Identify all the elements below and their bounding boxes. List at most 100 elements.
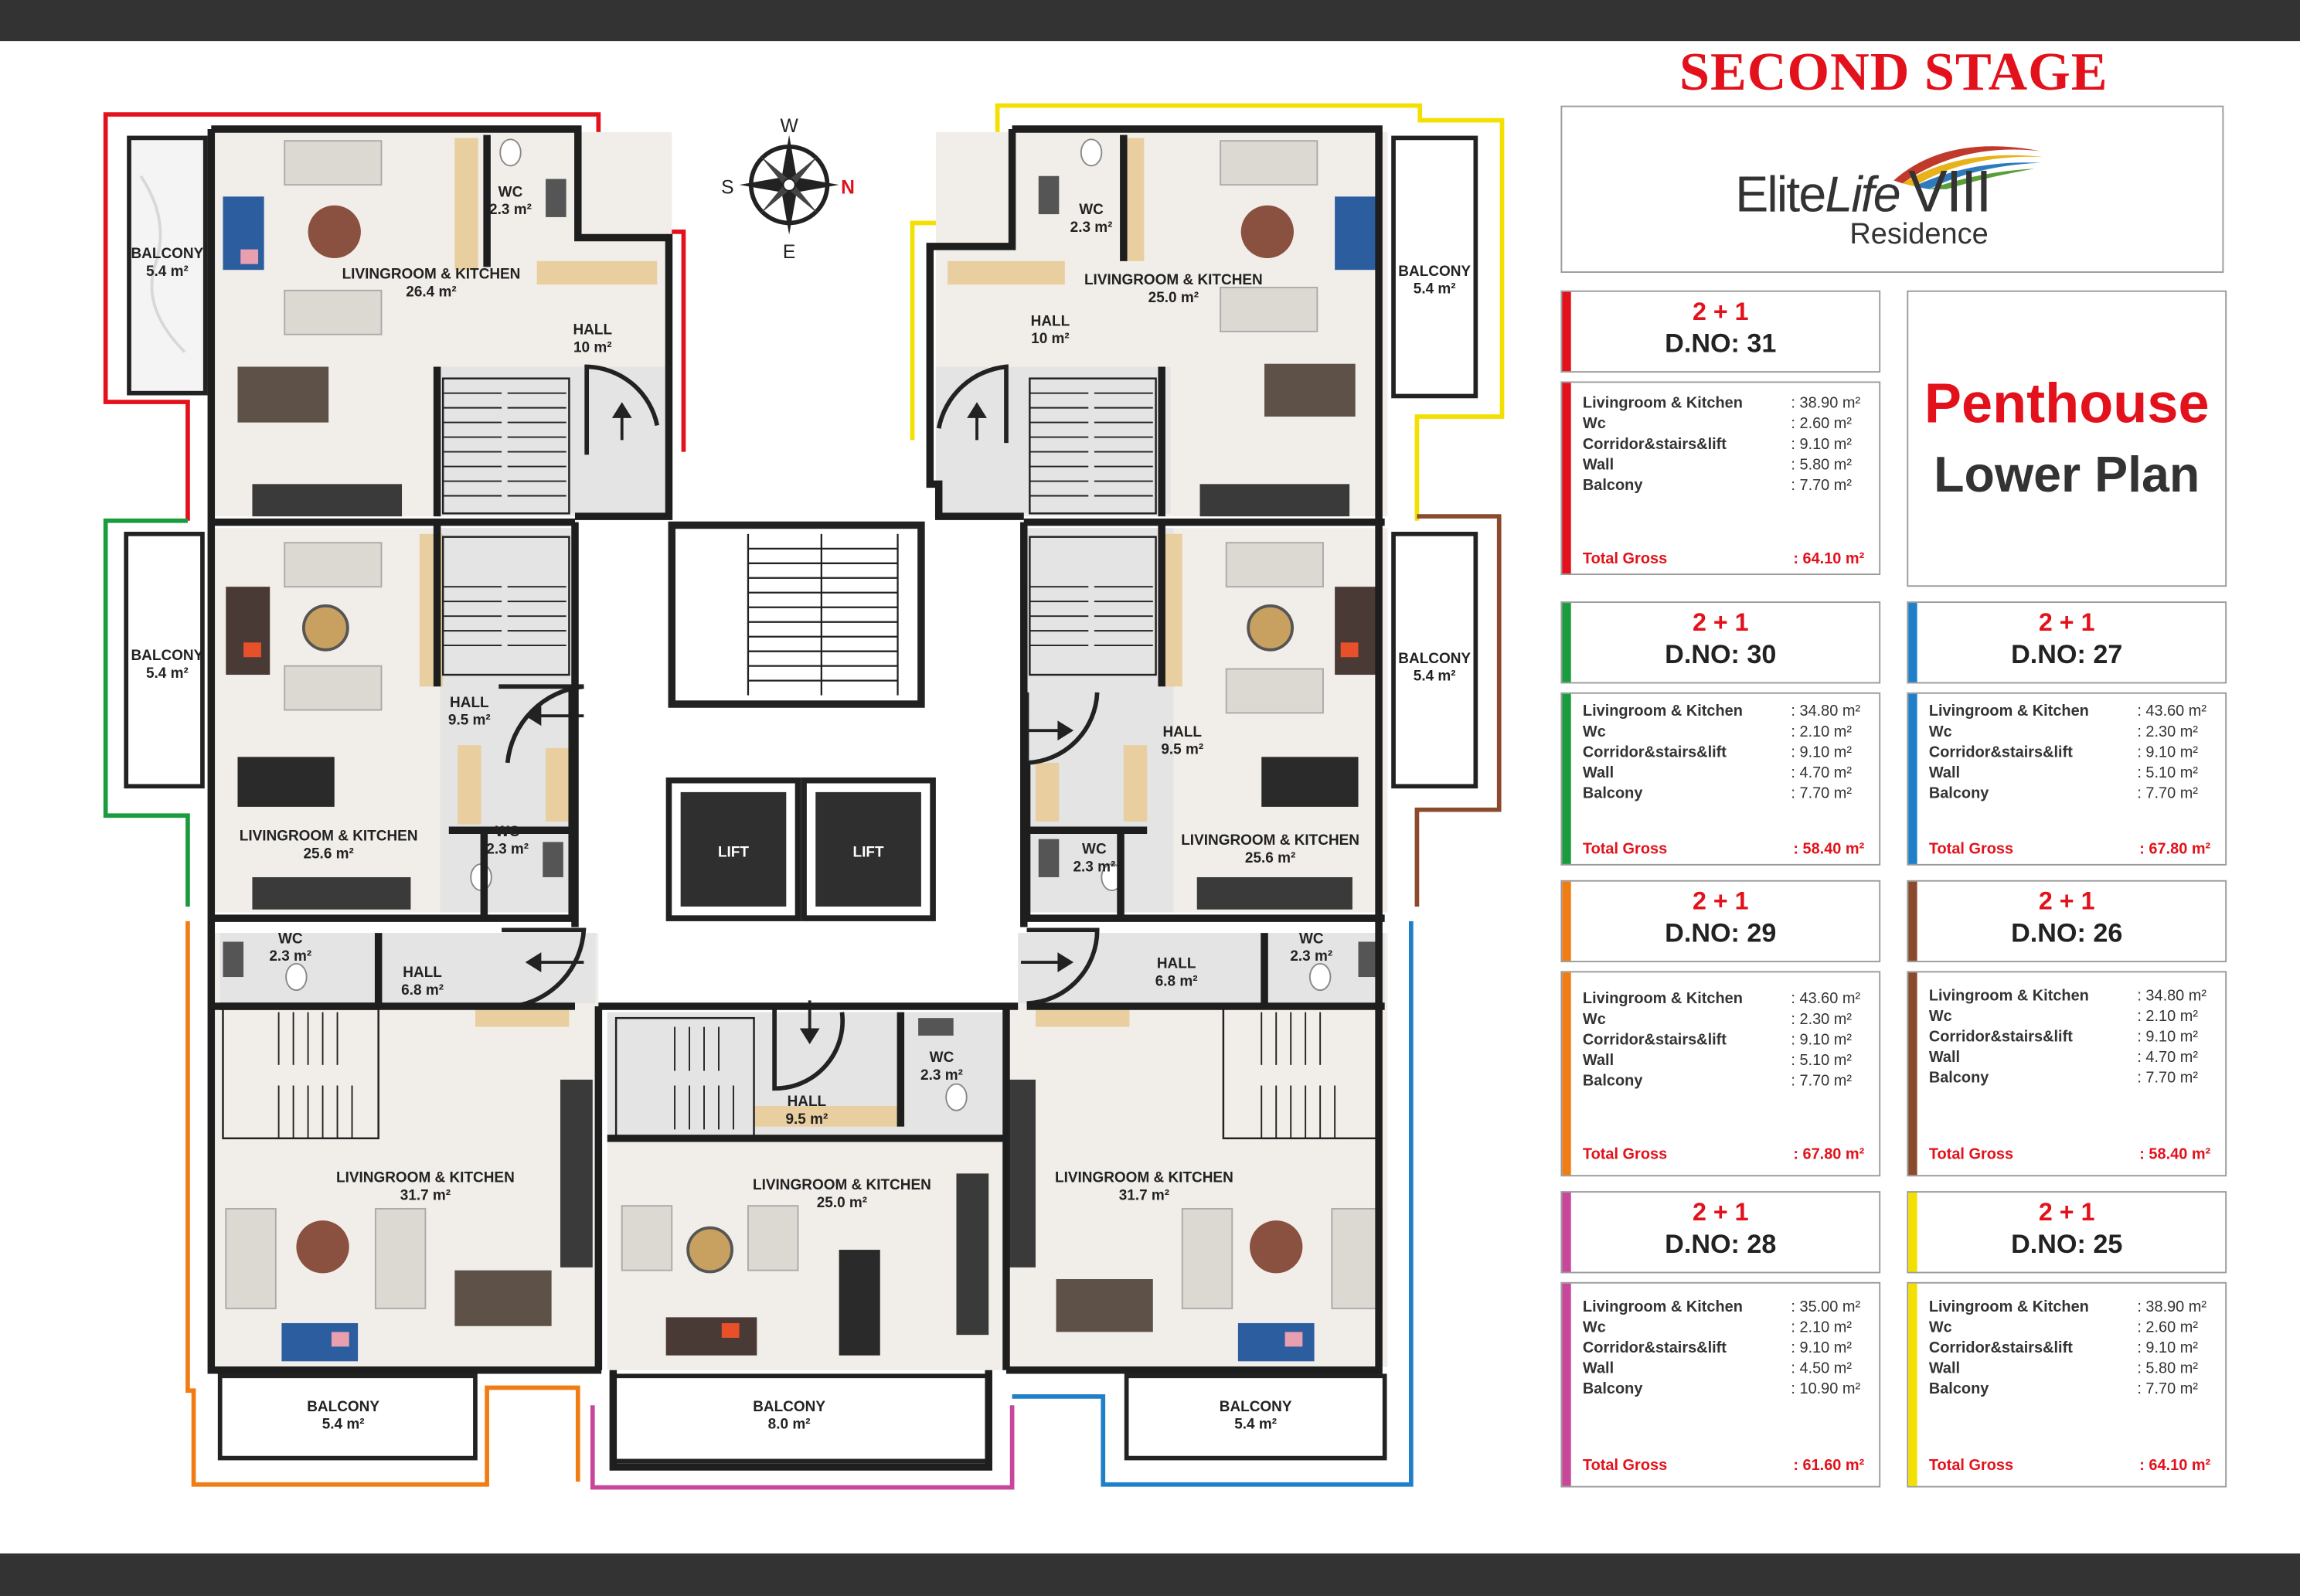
- row-balcony: Balcony: 7.70 m²: [1583, 1072, 1870, 1090]
- logo-swoosh-icon: [1893, 146, 2043, 189]
- label-area: 6.8 m²: [1155, 973, 1198, 989]
- row-balcony: Balcony: 7.70 m²: [1583, 477, 1870, 495]
- label-area: 2.3 m²: [1290, 948, 1332, 965]
- label-balcony: BALCONY: [131, 246, 203, 262]
- row-living: Livingroom & Kitchen: 38.90 m²: [1929, 1298, 2217, 1316]
- coffee-tables: [296, 205, 1303, 1274]
- row-label: Corridor&stairs&lift: [1928, 1028, 2073, 1046]
- unit-card-body: Livingroom & Kitchen: 43.60 m² Wc: 2.30 …: [1560, 971, 1881, 1177]
- color-stripe: [1562, 972, 1571, 1176]
- row-value: : 4.70 m²: [2137, 1049, 2198, 1067]
- row-living: Livingroom & Kitchen: 35.00 m²: [1583, 1298, 1870, 1316]
- unit-type: 2 + 1: [1692, 298, 1749, 326]
- row-wall: Wall: 4.70 m²: [1583, 764, 1870, 782]
- color-stripe: [1562, 383, 1571, 574]
- logo-life: Life: [1825, 167, 1900, 223]
- balcony-29: [217, 1373, 478, 1461]
- row-value: : 7.70 m²: [2137, 1380, 2198, 1398]
- label-area: 25.6 m²: [1245, 850, 1295, 866]
- total-label: Total Gross: [1928, 1456, 2014, 1475]
- color-stripe: [1562, 603, 1571, 682]
- row-label: Livingroom & Kitchen: [1582, 394, 1743, 413]
- unit-card-body: Livingroom & Kitchen: 43.60 m² Wc: 2.30 …: [1907, 692, 2227, 866]
- label-area: 9.5 m²: [448, 713, 491, 729]
- row-label: Livingroom & Kitchen: [1582, 703, 1743, 720]
- row-label: Balcony: [1928, 1380, 1989, 1398]
- label-living: LIVINGROOM & KITCHEN: [1084, 272, 1263, 288]
- row-label: Wc: [1928, 723, 1952, 741]
- row-value: : 9.10 m²: [2137, 1028, 2198, 1046]
- label-area: 2.3 m²: [486, 842, 529, 858]
- row-value: : 5.10 m²: [2137, 764, 2198, 782]
- row-value: : 5.80 m²: [2137, 1359, 2198, 1378]
- total-label: Total Gross: [1582, 1145, 1668, 1164]
- row-label: Wall: [1928, 1049, 1961, 1067]
- row-value: : 43.60 m²: [1791, 990, 1861, 1008]
- unit-type: 2 + 1: [1692, 608, 1749, 637]
- row-wc: Wc: 2.60 m²: [1583, 415, 1870, 433]
- label-lift: LIFT: [853, 844, 884, 860]
- color-stripe: [1908, 1193, 1917, 1272]
- row-label: Livingroom & Kitchen: [1928, 987, 2089, 1006]
- label-hall: HALL: [1031, 313, 1070, 329]
- row-total: Total Gross: 61.60 m²: [1583, 1457, 1870, 1475]
- row-label: Wall: [1582, 764, 1614, 782]
- row-wc: Wc: 2.30 m²: [1583, 1011, 1870, 1029]
- stair-treads: [277, 392, 1336, 1138]
- row-value: : 9.10 m²: [1791, 435, 1853, 454]
- accent-sofas: [223, 196, 1380, 1362]
- label-area: 5.4 m²: [1414, 281, 1456, 298]
- unit-card-body: Livingroom & Kitchen: 35.00 m² Wc: 2.10 …: [1560, 1281, 1881, 1488]
- room-labels: BALCONY 5.4 m² WC 2.3 m² LIVINGROOM & KI…: [131, 184, 1471, 1432]
- penthouse-subtitle: Lower Plan: [1934, 447, 2200, 503]
- label-wc: WC: [278, 931, 303, 947]
- total-value: : 61.60 m²: [1793, 1456, 1865, 1475]
- row-label: Balcony: [1582, 1380, 1643, 1398]
- core-stair-treads: [747, 533, 899, 696]
- row-label: Livingroom & Kitchen: [1928, 1298, 2089, 1316]
- row-label: Balcony: [1582, 784, 1643, 803]
- row-label: Wc: [1928, 1007, 1952, 1026]
- row-wall: Wall: 5.10 m²: [1583, 1052, 1870, 1070]
- color-stripe: [1908, 1283, 1917, 1486]
- label-area: 2.3 m²: [489, 202, 532, 218]
- row-balcony: Balcony: 10.90 m²: [1583, 1380, 1870, 1398]
- outline-27: [1012, 921, 1414, 1487]
- row-label: Wc: [1928, 1319, 1952, 1337]
- row-label: Wc: [1582, 723, 1606, 741]
- row-value: : 9.10 m²: [1791, 1031, 1853, 1050]
- total-value: : 67.80 m²: [2139, 840, 2211, 859]
- marble-vein: [139, 175, 186, 353]
- row-wc: Wc: 2.10 m²: [1929, 1008, 2217, 1026]
- lift-2-car: [815, 791, 921, 907]
- row-value: : 4.50 m²: [1791, 1359, 1853, 1378]
- label-balcony: BALCONY: [1220, 1399, 1292, 1415]
- label-living: LIVINGROOM & KITCHEN: [753, 1177, 931, 1193]
- row-label: Livingroom & Kitchen: [1928, 703, 2089, 720]
- label-hall: HALL: [403, 965, 442, 981]
- row-value: : 9.10 m²: [1791, 744, 1853, 762]
- label-area: 8.0 m²: [768, 1417, 811, 1433]
- row-wall: Wall: 5.80 m²: [1583, 456, 1870, 474]
- lift-1-car: [680, 791, 787, 907]
- row-total: Total Gross: 67.80 m²: [1929, 841, 2217, 859]
- row-value: : 38.90 m²: [1791, 394, 1861, 413]
- compass-n: N: [841, 178, 855, 199]
- row-wall: Wall : 4.70 m²: [1929, 1049, 2217, 1067]
- core-stair-block: [668, 521, 925, 708]
- color-stripe: [1562, 693, 1571, 864]
- balcony-28: [611, 1373, 992, 1464]
- label-area: 9.5 m²: [1161, 742, 1203, 758]
- row-value: : 43.60 m²: [2137, 703, 2207, 720]
- unit-card-body: Livingroom & Kitchen: 38.90 m² Wc: 2.60 …: [1907, 1281, 2227, 1488]
- row-label: Corridor&stairs&lift: [1582, 1031, 1727, 1050]
- unit-number: D.NO: 28: [1665, 1229, 1777, 1259]
- row-total: Total Gross: 64.10 m²: [1583, 550, 1870, 568]
- row-living: Livingroom & Kitchen: 34.80 m²: [1583, 703, 1870, 720]
- label-wc: WC: [1082, 842, 1107, 858]
- unit-type: 2 + 1: [1692, 887, 1749, 916]
